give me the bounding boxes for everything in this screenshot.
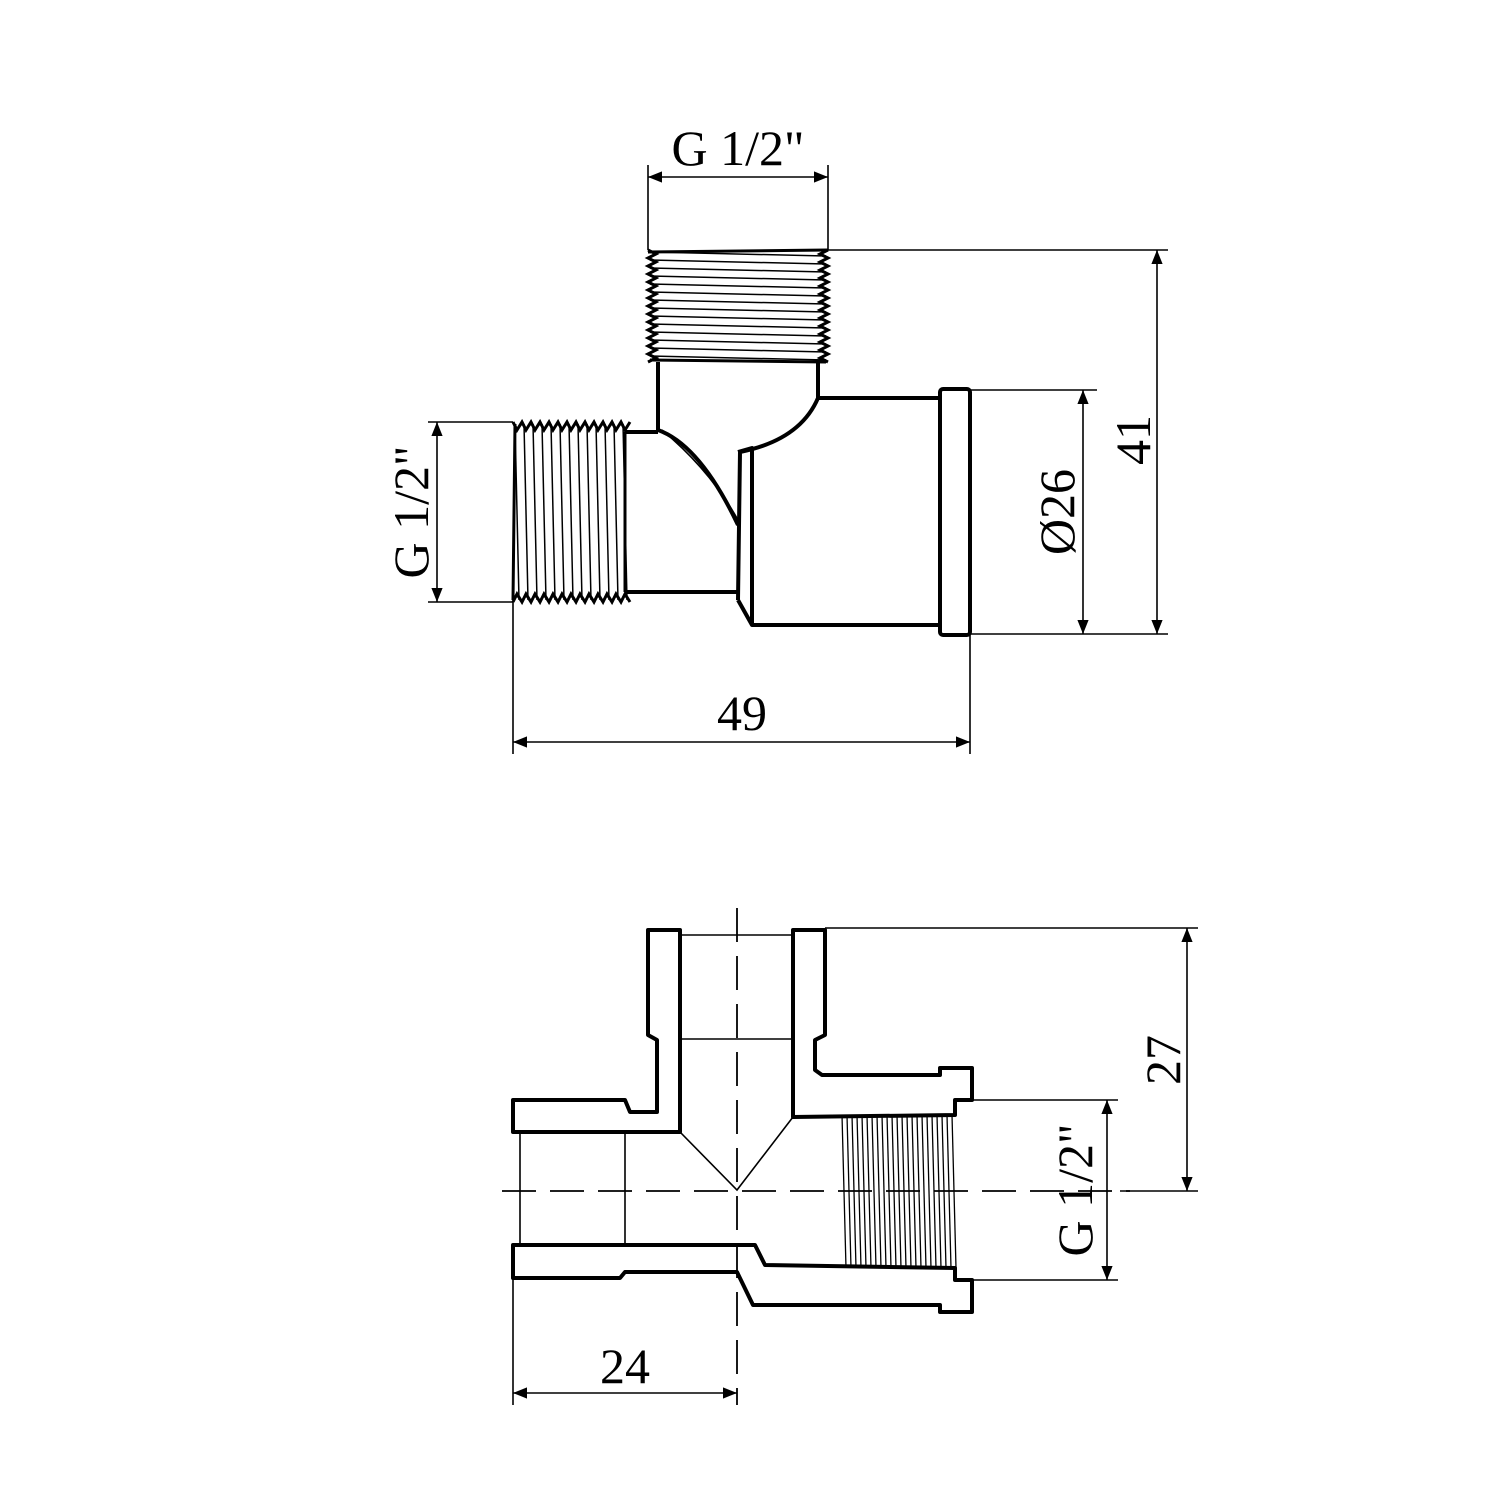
left-male-thread: [511, 418, 632, 606]
dim-top-thread: G 1/2": [672, 120, 805, 176]
thread-line: [511, 590, 632, 606]
thread-line: [649, 283, 827, 289]
thread-line: [649, 331, 827, 337]
thread-line: [649, 323, 827, 329]
thread-line: [577, 423, 583, 601]
thread-line: [649, 355, 827, 361]
flange: [938, 387, 972, 637]
thread-line: [649, 291, 827, 297]
top-view: G 1/2" 41 Ø26 G 1/2" 49: [383, 120, 1168, 754]
thread-line: [921, 1114, 927, 1269]
junction-curve-inner: [661, 429, 739, 521]
thread-line: [604, 423, 610, 601]
thread-line: [559, 423, 565, 601]
section-wall-upper-left: [511, 928, 682, 1134]
thread-line: [649, 275, 827, 281]
thread-line: [649, 267, 827, 273]
thread-line: [523, 423, 529, 601]
thread-line: [876, 1114, 882, 1269]
thread-line: [511, 423, 627, 601]
dim-right-thread: G 1/2": [1047, 1124, 1103, 1257]
thread-line: [595, 423, 601, 601]
dim-height-41: 41: [1105, 415, 1161, 465]
thread-line: [647, 248, 829, 364]
dim-height-27: 27: [1135, 1035, 1191, 1085]
thread-line: [871, 1114, 877, 1269]
dim-length-49: 49: [717, 685, 767, 741]
left-body: [625, 430, 740, 594]
section-wall-upper-right: [791, 928, 974, 1119]
section-view: 27 G 1/2" 24: [502, 908, 1198, 1405]
thread-line: [649, 259, 827, 265]
thread-line: [649, 339, 827, 345]
thread-line: [586, 423, 592, 601]
thread-line: [649, 315, 827, 321]
dim-diameter-26: Ø26: [1029, 469, 1085, 555]
dim-offset-24: 24: [600, 1338, 650, 1394]
thread-line: [511, 418, 632, 434]
main-body: [736, 396, 942, 627]
thread-line: [881, 1114, 887, 1269]
thread-line: [644, 248, 660, 364]
top-male-thread: [644, 248, 832, 364]
thread-line: [613, 423, 619, 601]
thread-line: [649, 347, 827, 353]
thread-line: [926, 1114, 932, 1269]
thread-line: [550, 423, 556, 601]
junction-curve: [657, 397, 820, 601]
section-wall-lower: [511, 1243, 974, 1314]
thread-line: [649, 299, 827, 305]
thread-line: [532, 423, 538, 601]
thread-line: [568, 423, 574, 601]
thread-line: [816, 248, 832, 364]
top-neck: [656, 362, 820, 430]
thread-line: [649, 307, 827, 313]
thread-line: [541, 423, 547, 601]
bore-lines: [519, 934, 972, 1281]
dim-left-thread: G 1/2": [383, 446, 439, 579]
